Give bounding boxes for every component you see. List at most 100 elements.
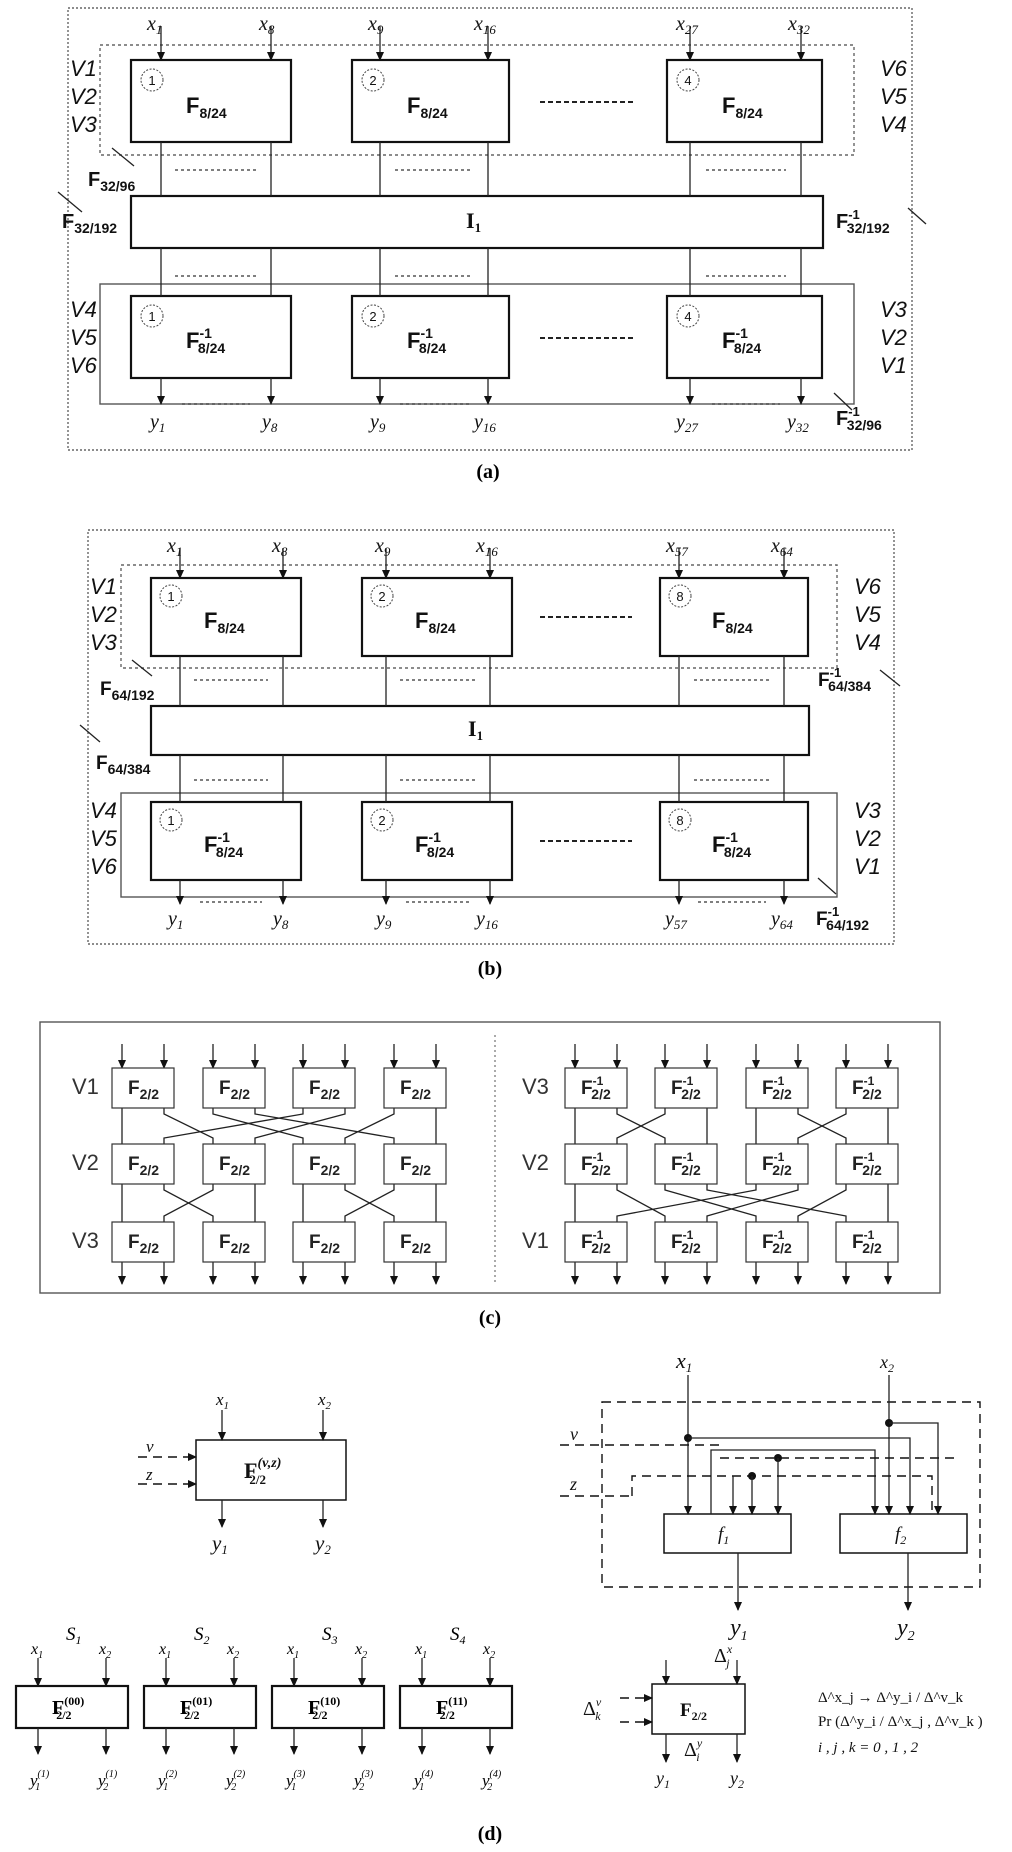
a-out-y27: y27 — [674, 411, 698, 435]
a-inv-block-4 — [665, 294, 824, 380]
c-cell — [202, 1067, 266, 1109]
svg-text:1: 1 — [167, 813, 174, 828]
svg-text:F-18/24: F-18/24 — [722, 325, 761, 356]
svg-text:V4: V4 — [854, 630, 881, 655]
a-block-1 — [129, 58, 293, 144]
d-s-input-label: x2 — [226, 1641, 239, 1661]
d-s-label: S2 — [194, 1624, 210, 1647]
c-cell-label: F2/2 — [128, 1232, 159, 1256]
svg-text:x57: x57 — [665, 535, 688, 559]
a-block-2 — [350, 58, 511, 144]
svg-text:V1: V1 — [880, 353, 907, 378]
c-cell — [564, 1221, 628, 1263]
d-s-output-label: y(4)1 — [412, 1769, 434, 1793]
a-out-y32: y32 — [785, 411, 809, 435]
c-wire — [616, 1184, 757, 1222]
d-s-label: S3 — [322, 1624, 338, 1647]
c-cell — [835, 1067, 899, 1109]
svg-text:x1: x1 — [675, 1348, 692, 1375]
svg-text:y8: y8 — [271, 908, 289, 932]
svg-text:F(v,z)2/2: F(v,z)2/2 — [244, 1456, 281, 1487]
svg-text:F2/2: F2/2 — [680, 1700, 707, 1723]
d-generic-block — [138, 1410, 347, 1528]
c-wire — [616, 1184, 666, 1222]
svg-text:F8/24: F8/24 — [722, 93, 763, 121]
c-cell — [111, 1143, 175, 1185]
c-row-labels: V1 V2 V3 V3 V2 V1 — [72, 1074, 549, 1253]
b-block-I1 — [149, 704, 811, 757]
d-s-block-label: F(00)2/2 — [52, 1694, 84, 1722]
svg-text:z: z — [569, 1474, 577, 1494]
svg-text:V2: V2 — [72, 1150, 99, 1175]
d-s-output-label: y(2)1 — [156, 1769, 178, 1793]
d-s-output-label: y(2)2 — [224, 1769, 246, 1793]
d-s-input-label: x2 — [482, 1641, 495, 1661]
c-wire — [706, 1184, 847, 1222]
c-wire — [254, 1108, 346, 1144]
panel-c — [39, 1021, 941, 1294]
c-cell — [564, 1143, 628, 1185]
svg-text:I1: I1 — [466, 208, 481, 235]
c-wire — [616, 1108, 666, 1144]
svg-text:x64: x64 — [770, 535, 793, 559]
svg-text:F-18/24: F-18/24 — [415, 829, 454, 860]
svg-text:V3: V3 — [70, 112, 98, 137]
d-internal-labels: x1 x2 v z f1 f2 y1 y2 — [569, 1348, 915, 1644]
svg-text:x1: x1 — [215, 1390, 229, 1412]
c-wire — [344, 1184, 395, 1222]
a-in-x8: x8 — [258, 13, 275, 37]
d-s-input-label: x1 — [414, 1641, 427, 1661]
c-cell — [292, 1221, 356, 1263]
d-s-output-label: y(1)1 — [28, 1769, 50, 1793]
svg-text:F-132/96: F-132/96 — [836, 404, 882, 433]
svg-text:2: 2 — [369, 73, 376, 88]
c-cell-label: F2/2 — [219, 1154, 250, 1178]
svg-text:F64/192: F64/192 — [100, 679, 155, 703]
a-inv-block-2 — [350, 294, 511, 380]
c-cell — [654, 1143, 718, 1185]
svg-text:x2: x2 — [879, 1352, 894, 1375]
svg-text:y1: y1 — [210, 1531, 228, 1557]
d-s-input-label: x1 — [158, 1641, 171, 1661]
d-s-label: S1 — [66, 1624, 82, 1647]
svg-text:y9: y9 — [374, 908, 392, 932]
svg-text:x8: x8 — [271, 535, 288, 559]
c-wire — [212, 1108, 304, 1144]
svg-text:F-164/192: F-164/192 — [816, 904, 869, 933]
svg-text:F64/384: F64/384 — [96, 753, 151, 777]
svg-text:V1: V1 — [90, 574, 117, 599]
svg-text:2: 2 — [369, 309, 376, 324]
svg-text:y16: y16 — [474, 908, 498, 932]
a-in-x27: x27 — [675, 13, 698, 37]
svg-text:V4: V4 — [90, 798, 117, 823]
c-wire — [706, 1184, 799, 1222]
svg-text:V3: V3 — [880, 297, 908, 322]
c-cell — [745, 1143, 809, 1185]
panel-b — [79, 529, 901, 945]
d-formula-1: Δ^x_j → Δ^y_i / Δ^v_k — [818, 1690, 964, 1706]
c-cell — [654, 1067, 718, 1109]
a-out-y16: y16 — [472, 411, 496, 435]
b-inv-block-1 — [149, 800, 303, 882]
svg-text:y1: y1 — [728, 1615, 748, 1644]
svg-text:V2: V2 — [90, 602, 117, 627]
c-cell — [111, 1221, 175, 1263]
a-out-y1: y1 — [148, 411, 165, 435]
c-cell — [835, 1143, 899, 1185]
svg-text:V6: V6 — [854, 574, 882, 599]
d-formula-2: Pr (Δ^y_i / Δ^x_j , Δ^v_k ) — [818, 1714, 983, 1730]
c-wire — [254, 1108, 395, 1144]
a-inv-block-1 — [129, 294, 293, 380]
svg-text:y2: y2 — [313, 1531, 331, 1557]
c-cell — [383, 1143, 447, 1185]
